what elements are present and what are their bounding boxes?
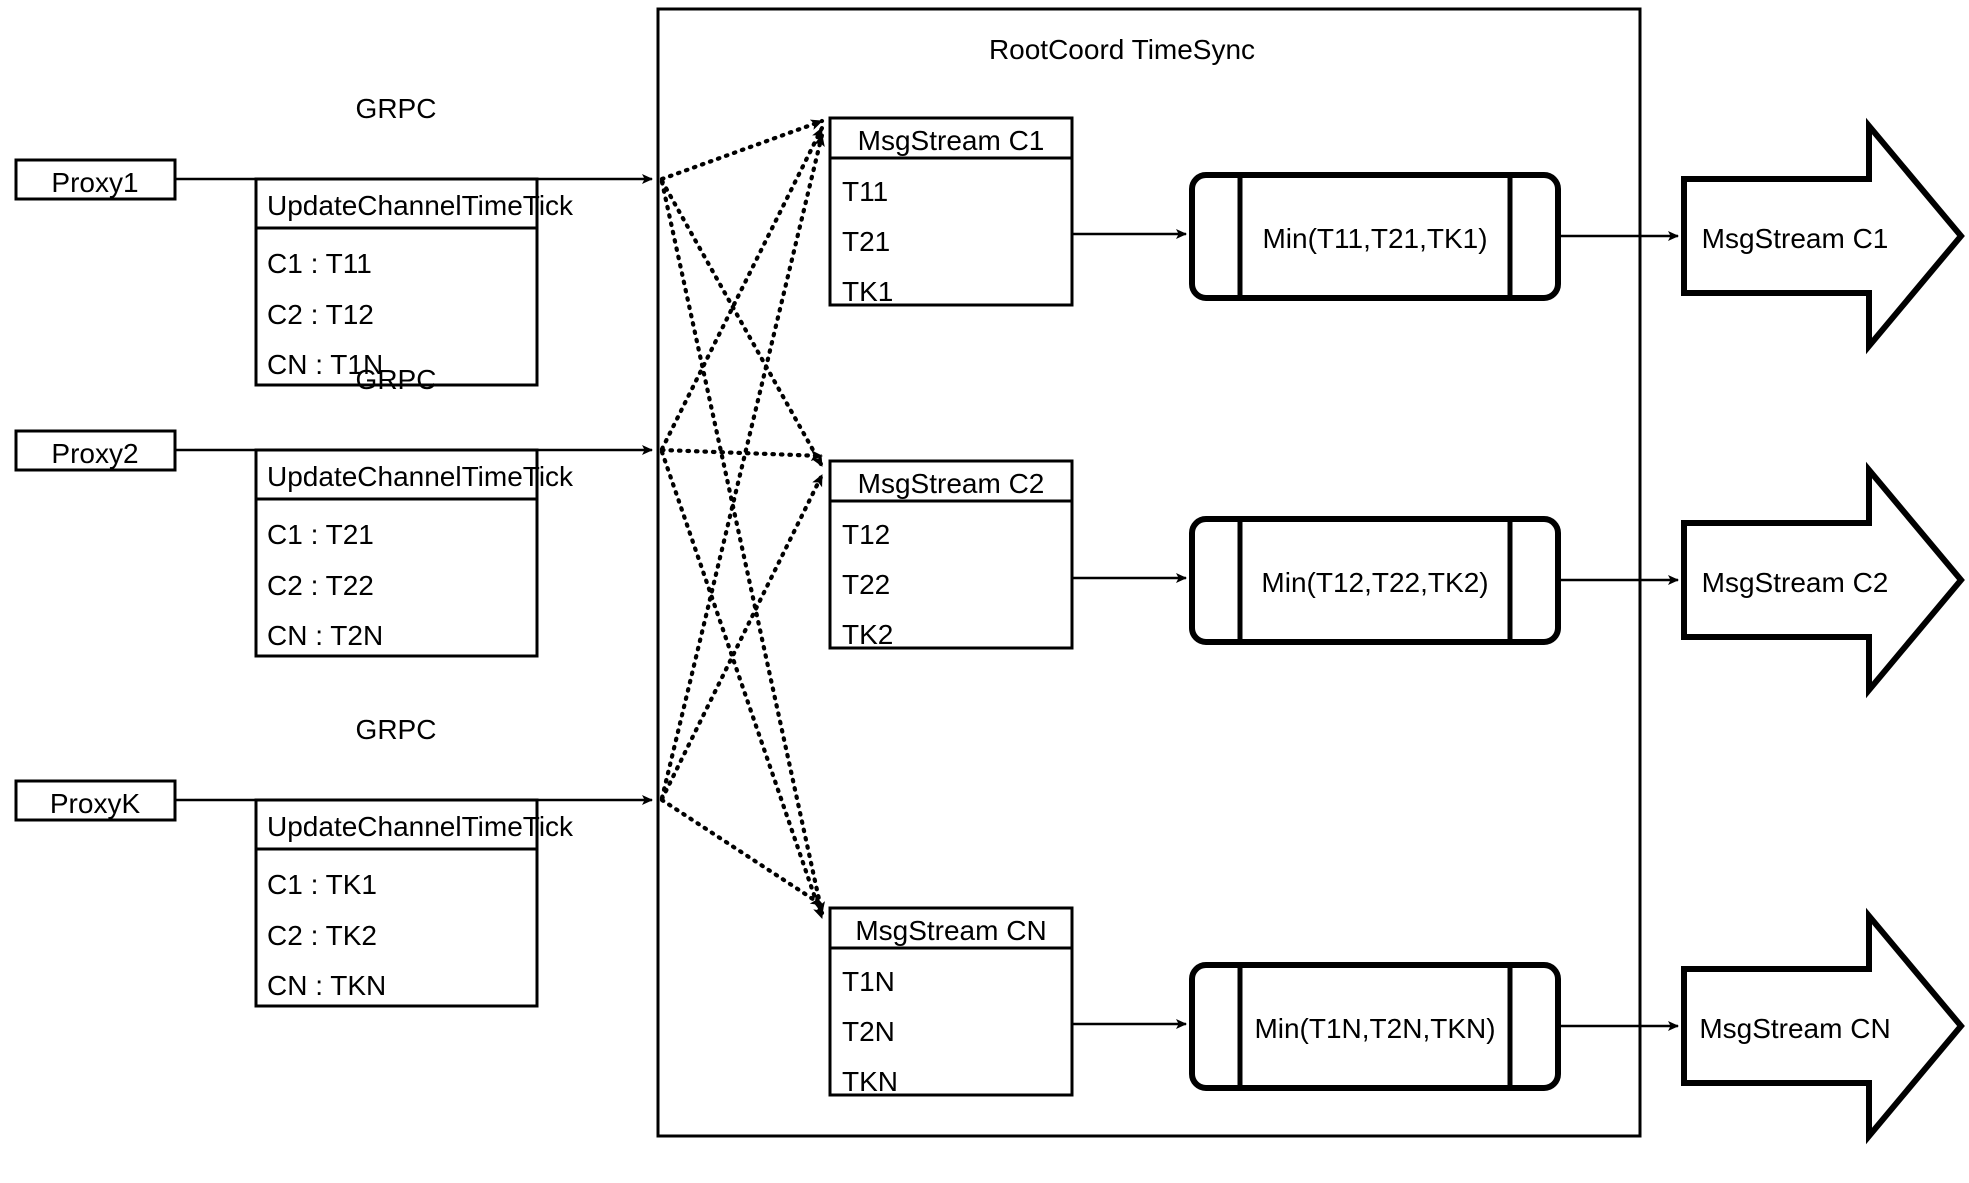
rootcoord-container-title: RootCoord TimeSync [988, 34, 1256, 65]
dotted-link-p2-c1 [659, 125, 825, 452]
msgstream-title-2: MsgStream C2 [857, 468, 1045, 499]
msgstream-row-2-2: TK2 [842, 619, 894, 650]
timetick-row-3-2: CN : TKN [267, 970, 387, 1001]
msgstream-row-3-1: T2N [842, 1016, 895, 1047]
timetick-header-3: UpdateChannelTimeTick [267, 811, 574, 842]
output-label-3: MsgStream CN [1699, 1013, 1891, 1044]
output-block-arrow-2 [1681, 461, 1965, 699]
dotted-link-p1-c2 [659, 178, 825, 469]
msgstream-row-1-1: T21 [842, 226, 891, 257]
timetick-row-1-1: C2 : T12 [267, 299, 374, 330]
msgstream-row-3-0: T1N [842, 966, 895, 997]
timetick-header-2: UpdateChannelTimeTick [267, 461, 574, 492]
output-block-arrow-3 [1681, 907, 1965, 1145]
dotted-link-p2-cn [659, 449, 825, 921]
timetick-row-3-1: C2 : TK2 [267, 920, 377, 951]
output-label-2: MsgStream C2 [1701, 567, 1889, 598]
dotted-link-pk-c2 [659, 472, 825, 802]
dotted-link-pk-c1 [659, 132, 825, 801]
timetick-row-2-0: C1 : T21 [267, 519, 374, 550]
dotted-link-p1-cn [659, 179, 826, 916]
msgstream-title-1: MsgStream C1 [857, 125, 1045, 156]
proxy-box-3[interactable] [14, 779, 177, 822]
msgstream-row-1-0: T11 [842, 176, 889, 207]
timetick-row-1-2: CN : T1N [267, 349, 384, 380]
proxy-label-1: Proxy1 [51, 167, 139, 198]
grpc-label-3: GRPC [355, 714, 437, 745]
dotted-link-p2-c2 [659, 447, 825, 462]
min-label-2: Min(T12,T22,TK2) [1261, 567, 1489, 598]
msgstream-box-1 [828, 116, 1074, 307]
timetick-row-2-2: CN : T2N [267, 620, 384, 651]
msgstream-box-2 [828, 459, 1074, 650]
msgstream-row-2-0: T12 [842, 519, 891, 550]
min-label-3: Min(T1N,T2N,TKN) [1254, 1013, 1496, 1044]
proxy-box-1[interactable] [14, 158, 177, 201]
msgstream-box-3 [828, 906, 1074, 1097]
proxy-label-3: ProxyK [49, 788, 141, 819]
msgstream-row-3-2: TKN [842, 1066, 898, 1097]
grpc-label-2: GRPC [355, 364, 437, 395]
output-block-arrow-1 [1681, 117, 1965, 355]
proxy-label-2: Proxy2 [51, 438, 139, 469]
dotted-link-pk-cn [659, 797, 825, 908]
timetick-box-3 [254, 798, 539, 1008]
dotted-link-p1-c1 [659, 118, 825, 182]
min-label-1: Min(T11,T21,TK1) [1262, 223, 1488, 254]
timetick-row-2-1: C2 : T22 [267, 570, 374, 601]
msgstream-row-2-1: T22 [842, 569, 891, 600]
grpc-label-1: GRPC [355, 93, 437, 124]
msgstream-title-3: MsgStream CN [855, 915, 1047, 946]
msgstream-row-1-2: TK1 [842, 276, 894, 307]
timetick-header-1: UpdateChannelTimeTick [267, 190, 574, 221]
output-label-1: MsgStream C1 [1701, 223, 1889, 254]
timetick-box-2 [254, 448, 539, 658]
timetick-row-1-0: C1 : T11 [267, 248, 372, 279]
timetick-row-3-0: C1 : TK1 [267, 869, 377, 900]
